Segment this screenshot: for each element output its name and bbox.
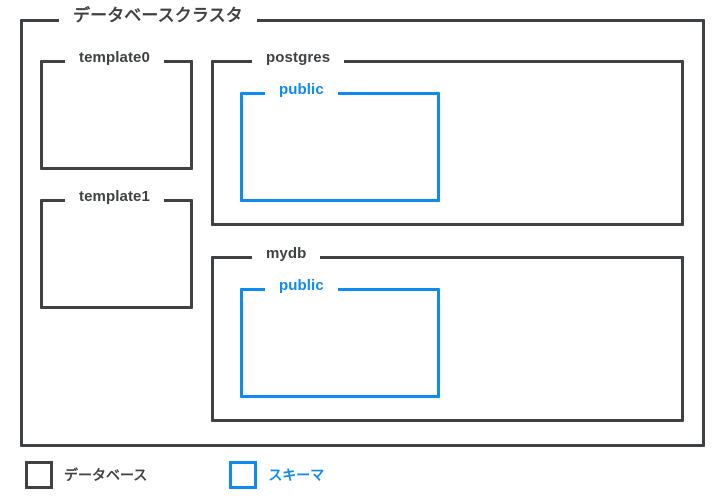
legend-item-database: データベース [25,461,147,489]
database-label-template0: template0 [65,50,164,66]
schema-box-postgres-public: public [240,82,440,202]
database-box-postgres: postgres public [211,50,684,226]
schema-label-mydb-public: public [265,278,338,294]
schema-box-mydb-public: public [240,278,440,398]
legend: データベース スキーマ [25,461,324,489]
schema-label-postgres-public: public [265,82,338,98]
legend-item-schema: スキーマ [229,461,324,489]
database-box-template1: template1 [40,189,193,309]
legend-label-schema: スキーマ [268,467,325,483]
database-swatch-icon [25,461,53,489]
database-cluster-container: データベースクラスタ template0 template1 postgres … [20,7,705,447]
database-label-postgres: postgres [252,50,345,66]
schema-swatch-icon [229,461,258,489]
database-label-template1: template1 [65,189,164,205]
database-box-template0: template0 [40,50,193,170]
database-cluster-label: データベースクラスタ [59,7,257,25]
legend-label-database: データベース [64,467,148,483]
database-box-mydb: mydb public [211,246,684,422]
database-label-mydb: mydb [252,246,321,262]
